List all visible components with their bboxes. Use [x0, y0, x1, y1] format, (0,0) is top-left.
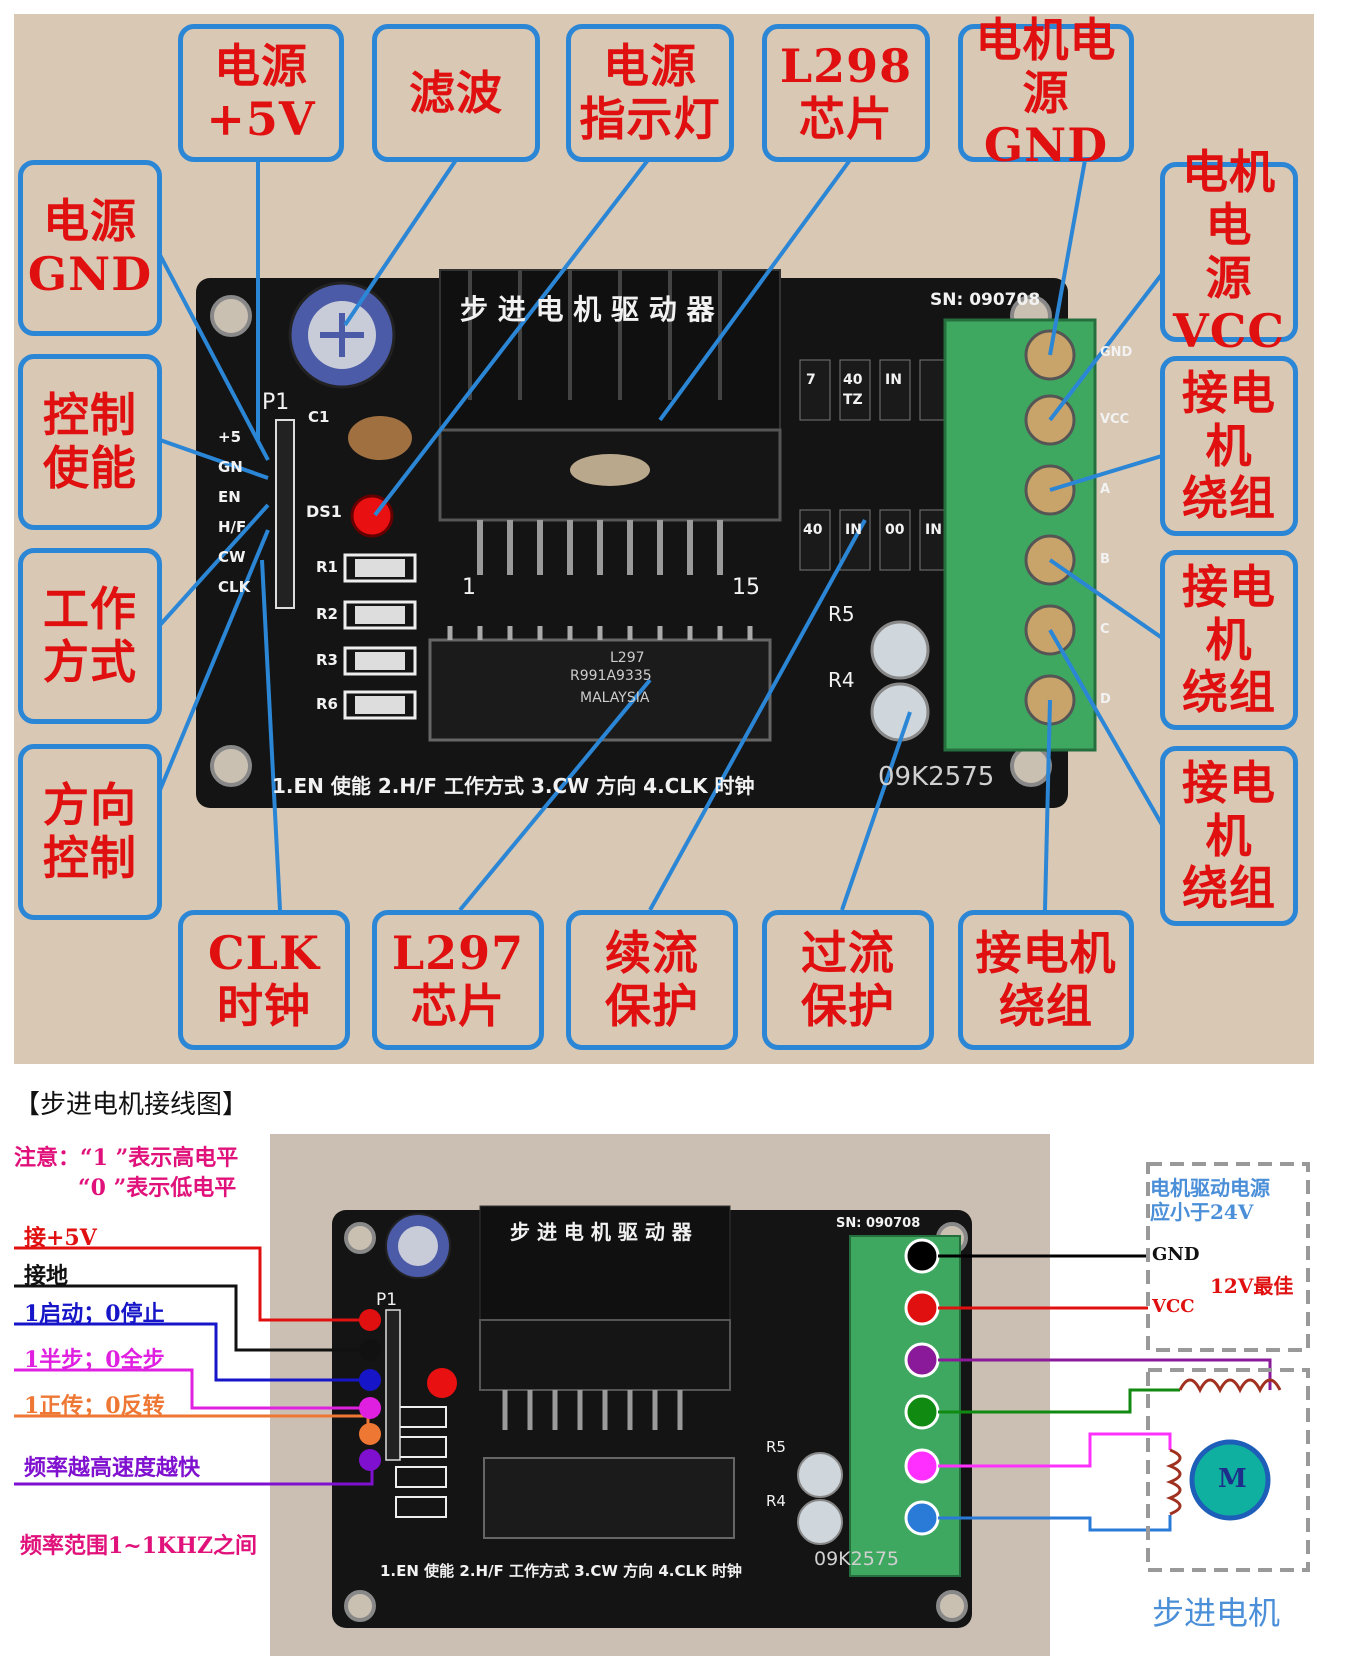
part-label: R2	[316, 605, 338, 623]
wire-label-clock: 频率越高速度越快	[24, 1455, 201, 1481]
callout-overcurrent: 过流保护	[762, 910, 934, 1050]
wire-label-enable: 1启动；0停止	[24, 1301, 165, 1327]
part-label: R6	[316, 695, 338, 713]
power-note-line-1: 电机驱动电源	[1150, 1176, 1270, 1200]
chip-l297-code: R991A9335	[570, 668, 652, 684]
diode-label: IN	[845, 522, 862, 538]
motor-symbol	[1189, 1439, 1271, 1521]
part-label: R4	[766, 1492, 786, 1510]
wire-label-5v: 接+5V	[24, 1225, 97, 1251]
part-label: R4	[828, 668, 855, 692]
terminal-label: VCC	[1100, 412, 1130, 427]
part-label: R5	[828, 602, 855, 626]
pin-label: GN	[218, 458, 243, 476]
callout-winding-3: 接电机绕组	[1160, 746, 1298, 926]
connector-label: P1	[376, 1290, 398, 1310]
callout-power-led: 电源指示灯	[566, 24, 734, 162]
l297-chip	[428, 638, 772, 742]
header-p1	[275, 419, 295, 609]
part-label: DS1	[306, 502, 342, 521]
best-voltage-label: 12V最佳	[1210, 1274, 1294, 1298]
diode-label: 40	[803, 522, 823, 538]
pin-label: CW	[218, 548, 246, 566]
pin-label: +5	[218, 428, 242, 446]
wire-label-direction: 1正传；0反转	[24, 1393, 165, 1419]
stepper-motor-box	[1146, 1368, 1310, 1572]
note-line-2: “0 ”表示低电平	[78, 1175, 237, 1201]
callout-control-enable: 控制使能	[18, 354, 162, 530]
section-title: 【步进电机接线图】	[14, 1090, 249, 1120]
resistor-r5	[870, 620, 930, 680]
motor-label: M	[1218, 1464, 1247, 1494]
callout-power-5v: 电源+5V	[178, 24, 344, 162]
board-serial: SN: 090708	[836, 1216, 921, 1231]
board-bottom-text: 1.EN 使能 2.H/F 工作方式 3.CW 方向 4.CLK 时钟	[380, 1562, 742, 1580]
part-label: R3	[316, 651, 338, 669]
wire-label-gnd: 接地	[24, 1263, 69, 1289]
diode-label: TZ	[843, 392, 863, 408]
note-line-1: 注意：“1 ”表示高电平	[14, 1145, 239, 1171]
board-title: 步 进 电 机 驱 动 器	[460, 293, 715, 326]
board-serial: SN: 090708	[930, 290, 1041, 310]
part-label: R5	[766, 1438, 786, 1456]
callout-winding-4: 接电机绕组	[958, 910, 1134, 1050]
wire-label-halfstep: 1半步；0全步	[24, 1347, 165, 1373]
mount-hole	[210, 295, 252, 337]
pin-number: 1	[462, 575, 476, 600]
board-batch: 09K2575	[814, 1548, 899, 1570]
diode-label: IN	[885, 372, 902, 388]
part-label: R1	[316, 558, 338, 576]
diode-label: 7	[806, 372, 816, 388]
callout-winding-1: 接电机绕组	[1160, 356, 1298, 536]
callout-direction: 方向控制	[18, 744, 162, 920]
part-label: C1	[308, 408, 330, 426]
mount-hole	[210, 745, 252, 787]
freq-range-note: 频率范围1~1KHZ之间	[20, 1533, 258, 1559]
pin-label: H/F	[218, 518, 247, 536]
pin-label: CLK	[218, 578, 251, 596]
board-batch: 09K2575	[878, 762, 995, 792]
mount-hole	[1010, 745, 1052, 787]
callout-motor-vcc: 电机电源VCC	[1160, 146, 1298, 357]
mount-hole	[344, 1222, 376, 1254]
board-title: 步 进 电 机 驱 动 器	[510, 1220, 692, 1244]
chip-l297-origin: MALAYSIA	[580, 690, 650, 706]
terminal-label: A	[1100, 482, 1111, 497]
terminal-label: B	[1100, 552, 1110, 567]
diode-label: 00	[885, 522, 905, 538]
vcc-label: VCC	[1152, 1296, 1195, 1317]
diode-label: IN	[925, 522, 942, 538]
terminal-label: GND	[1100, 345, 1133, 360]
callout-work-mode: 工作方式	[18, 548, 162, 724]
gnd-label: GND	[1152, 1244, 1200, 1265]
diode-label: 40	[843, 372, 863, 388]
terminal-label: C	[1100, 622, 1110, 637]
callout-motor-gnd: 电机电源GND	[958, 13, 1134, 172]
stepper-motor-title: 步进电机	[1152, 1594, 1281, 1632]
callout-freewheel: 续流保护	[566, 910, 738, 1050]
power-note-box	[1146, 1162, 1310, 1352]
mount-hole	[936, 1590, 968, 1622]
pin-label: EN	[218, 488, 241, 506]
mount-hole	[344, 1590, 376, 1622]
power-note-line-2: 应小于24V	[1150, 1200, 1254, 1224]
terminal-label: D	[1100, 692, 1111, 707]
connector-label: P1	[262, 390, 290, 415]
callout-winding-2: 接电机绕组	[1160, 550, 1298, 730]
callout-filter: 滤波	[372, 24, 540, 162]
board-bottom-text: 1.EN 使能 2.H/F 工作方式 3.CW 方向 4.CLK 时钟	[272, 774, 755, 798]
pin-number: 15	[732, 575, 760, 600]
chip-l297-label: L297	[610, 650, 645, 666]
